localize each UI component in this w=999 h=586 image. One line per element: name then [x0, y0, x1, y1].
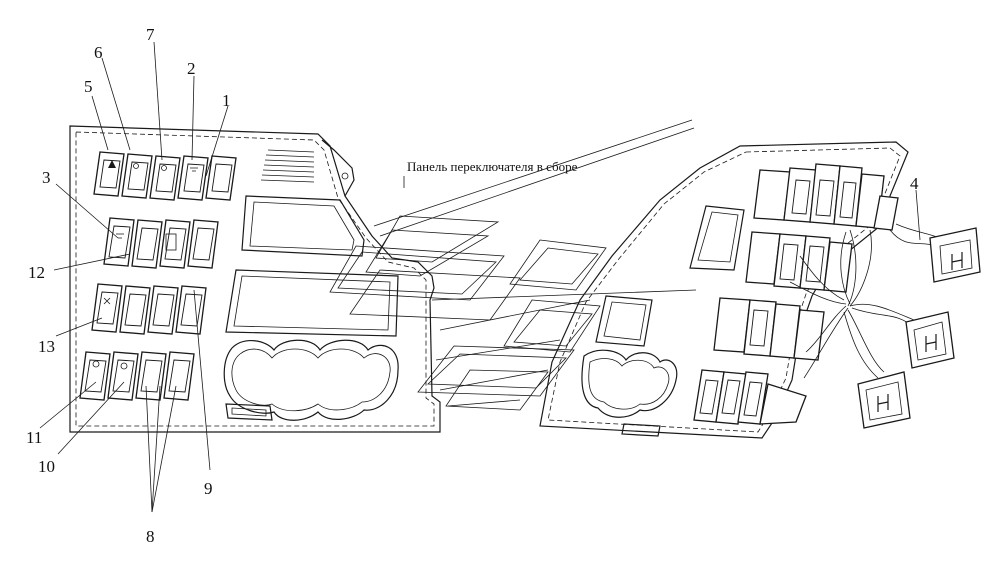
switch-key — [107, 351, 139, 401]
callout-1: 1 — [222, 91, 231, 110]
switch-key — [121, 153, 153, 199]
switch-key — [103, 217, 135, 267]
switch-panel-rear-view — [539, 141, 981, 439]
switch-key — [135, 351, 167, 401]
switch-key — [177, 155, 209, 201]
callout-labels: 1 2 3 4 5 6 7 8 9 10 11 12 13 — [26, 25, 919, 546]
switch-key — [187, 219, 219, 269]
beam-icon — [190, 167, 198, 172]
warning-triangle-icon — [108, 160, 116, 168]
callout-9: 9 — [204, 479, 213, 498]
switch-symbol-icon — [103, 297, 111, 305]
switch-key — [93, 151, 125, 197]
callout-leaders — [39, 41, 921, 513]
callout-7: 7 — [146, 25, 155, 44]
callout-10: 10 — [38, 457, 55, 476]
switch-symbol-icon — [92, 360, 100, 368]
switch-key — [159, 219, 191, 269]
relay-block-lower — [713, 297, 825, 361]
callout-3: 3 — [42, 168, 51, 187]
connector-4b — [905, 311, 955, 369]
switch-key — [147, 285, 179, 335]
switch-key — [119, 285, 151, 335]
switch-row-3 — [91, 283, 207, 335]
relay-block-middle — [745, 231, 853, 293]
callout-4: 4 — [910, 174, 919, 193]
connector-4a — [929, 227, 981, 283]
relay-block-bottom — [693, 369, 807, 425]
switch-key — [91, 283, 123, 333]
connector-4c — [857, 371, 911, 429]
switch-panel-front-view — [69, 125, 441, 433]
switch-key — [163, 351, 195, 401]
switch-key — [149, 155, 181, 201]
switch-row-1 — [93, 151, 237, 201]
switch-key — [175, 285, 207, 335]
rear-module — [689, 205, 745, 271]
callout-11: 11 — [26, 428, 42, 447]
light-icon — [161, 165, 167, 171]
phantom-outlines — [329, 119, 697, 411]
switch-row-2 — [103, 217, 219, 269]
callout-12: 12 — [28, 263, 45, 282]
assembly-caption: Панель переключателя в сборе — [407, 159, 578, 174]
switch-row-4 — [79, 351, 195, 401]
switch-key — [131, 219, 163, 269]
callout-6: 6 — [94, 43, 103, 62]
callout-5: 5 — [84, 77, 93, 96]
callout-2: 2 — [187, 59, 196, 78]
vent-slots — [260, 149, 315, 183]
switch-symbol-icon — [120, 362, 128, 370]
switch-key — [79, 351, 111, 401]
switch-symbol-icon — [116, 233, 124, 239]
relay-block-upper — [753, 163, 899, 231]
switch-symbol-icon — [165, 233, 177, 251]
callout-8: 8 — [146, 527, 155, 546]
callout-13: 13 — [38, 337, 55, 356]
light-icon — [133, 163, 139, 169]
